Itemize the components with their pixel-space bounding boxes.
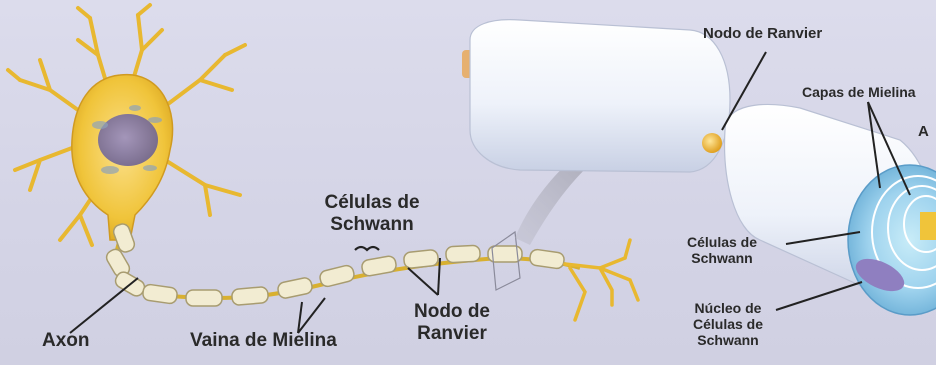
label-axon-partial: A <box>918 123 929 140</box>
label-node-ranvier: Nodo de Ranvier <box>404 301 500 345</box>
label-myelin-layers: Capas de Mielina <box>802 84 916 100</box>
label-node-ranvier-line1: Nodo de <box>404 301 500 323</box>
label-schwann-cells-right: Células de Schwann <box>672 234 772 266</box>
label-schwann-cells-line1: Células de <box>318 192 426 214</box>
node-of-ranvier <box>702 133 722 153</box>
axon-cylinder <box>920 212 936 240</box>
label-node-ranvier-top: Nodo de Ranvier <box>703 25 822 42</box>
label-schwann-nucleus-line2: Células de <box>676 316 780 332</box>
label-schwann-nucleus-line3: Schwann <box>676 332 780 348</box>
label-schwann-nucleus-line1: Núcleo de <box>676 300 780 316</box>
label-axon: Axon <box>42 330 90 352</box>
label-schwann-cells: Células de Schwann <box>318 192 426 236</box>
label-schwann-nucleus: Núcleo de Células de Schwann <box>676 300 780 348</box>
label-node-ranvier-line2: Ranvier <box>404 323 500 345</box>
label-schwann-cells-line2: Schwann <box>318 214 426 236</box>
axon-terminals <box>565 240 638 320</box>
label-schwann-cells-right-line1: Células de <box>672 234 772 250</box>
magnified-sheath <box>462 20 936 315</box>
neuron-nucleus <box>98 114 158 166</box>
label-schwann-cells-right-line2: Schwann <box>672 250 772 266</box>
label-myelin-sheath: Vaina de Mielina <box>190 330 337 352</box>
